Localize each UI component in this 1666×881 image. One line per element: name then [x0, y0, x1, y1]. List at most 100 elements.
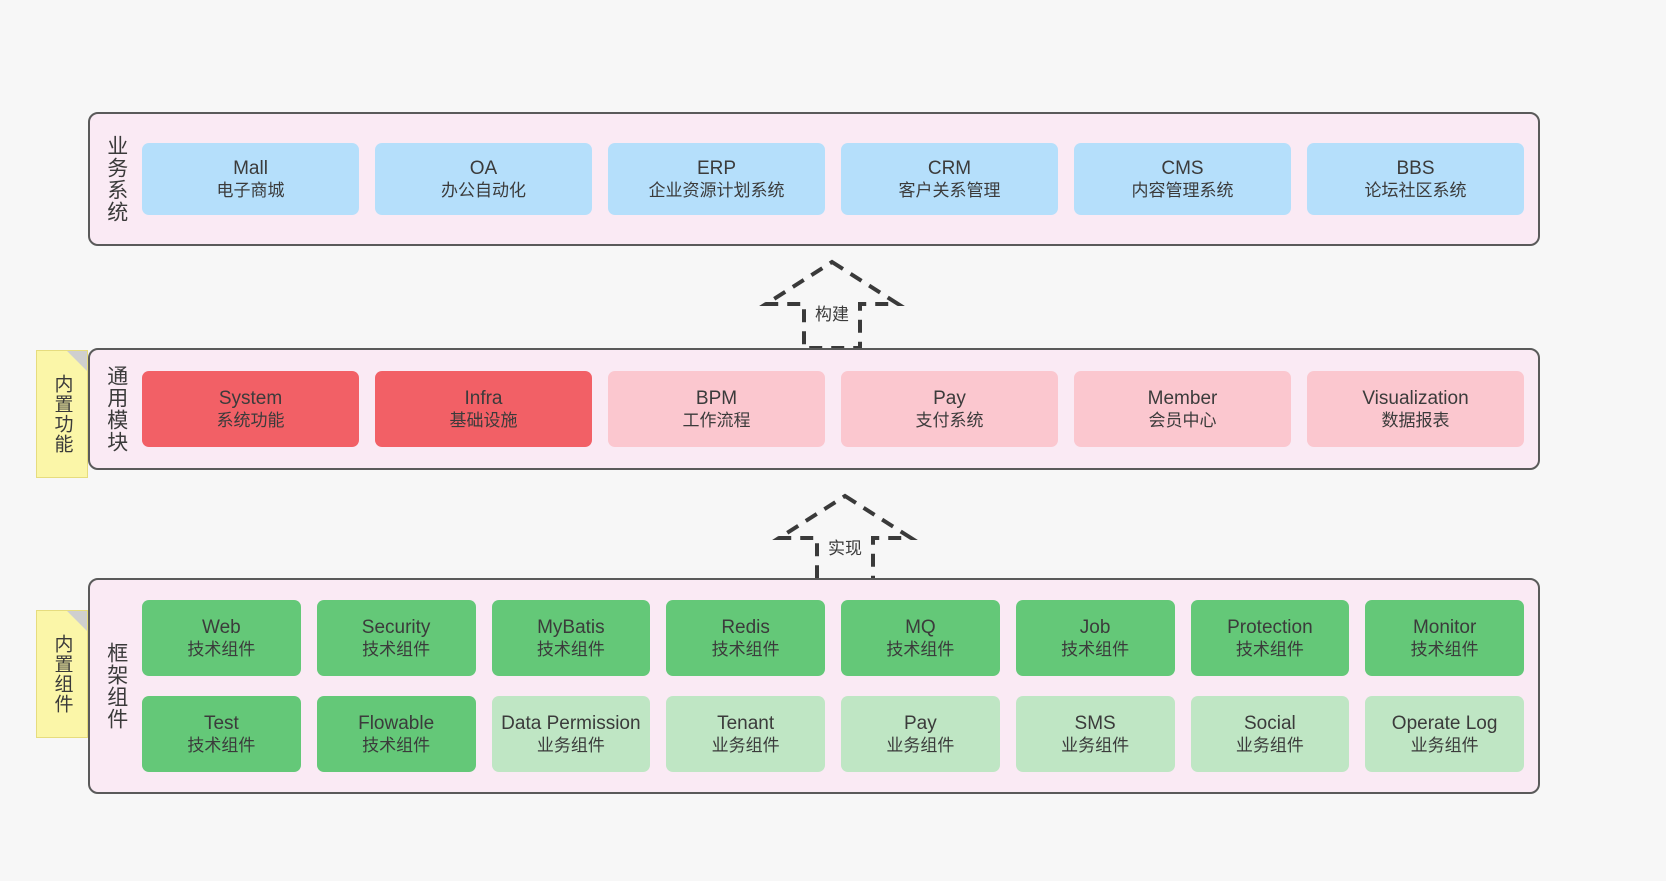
card-infra[interactable]: Infra 基础设施: [375, 371, 592, 447]
layer-label-framework-components: 框架组件: [104, 642, 128, 730]
card-subtitle: 基础设施: [449, 411, 518, 431]
card-title: OA: [469, 157, 498, 179]
card-title: BBS: [1396, 157, 1435, 179]
card-subtitle: 办公自动化: [441, 181, 526, 201]
card-title: Mall: [233, 157, 268, 179]
card-sms[interactable]: SMS 业务组件: [1015, 696, 1175, 772]
card-mybatis[interactable]: MyBatis 技术组件: [491, 600, 651, 676]
card-subtitle: 内容管理系统: [1131, 181, 1234, 201]
connector-implement: 实现: [770, 492, 920, 584]
card-title: Test: [203, 712, 239, 734]
card-row: System 系统功能 Infra 基础设施 BPM 工作流程 Pay 支付系统…: [142, 371, 1524, 447]
card-subtitle: 系统功能: [216, 411, 285, 431]
layer-body-framework-components: Web 技术组件 Security 技术组件 MyBatis 技术组件 Redi…: [142, 580, 1538, 792]
card-subtitle: 企业资源计划系统: [648, 181, 785, 201]
card-title: System: [218, 387, 283, 409]
card-subtitle: 业务组件: [1235, 736, 1304, 756]
card-subtitle: 业务组件: [886, 736, 955, 756]
sticky-tag-builtin-component: 内置组件: [36, 610, 88, 738]
card-subtitle: 业务组件: [1061, 736, 1130, 756]
card-operate-log[interactable]: Operate Log 业务组件: [1365, 696, 1524, 772]
card-title: CRM: [927, 157, 972, 179]
layer-common-modules: 通用模块 System 系统功能 Infra 基础设施 BPM 工作流程 Pay: [88, 348, 1540, 470]
card-title: MyBatis: [537, 616, 605, 638]
card-protection[interactable]: Protection 技术组件: [1190, 600, 1350, 676]
card-data-permission[interactable]: Data Permission 业务组件: [491, 696, 651, 772]
card-title: Pay: [933, 387, 966, 409]
card-bbs[interactable]: BBS 论坛社区系统: [1307, 143, 1524, 215]
card-subtitle: 业务组件: [1410, 736, 1479, 756]
card-flowable[interactable]: Flowable 技术组件: [316, 696, 476, 772]
card-oa[interactable]: OA 办公自动化: [375, 143, 592, 215]
card-subtitle: 工作流程: [682, 411, 751, 431]
card-subtitle: 数据报表: [1381, 411, 1450, 431]
card-subtitle: 技术组件: [711, 640, 780, 660]
card-social[interactable]: Social 业务组件: [1190, 696, 1350, 772]
connector-label: 实现: [828, 539, 862, 558]
card-tenant[interactable]: Tenant 业务组件: [666, 696, 825, 772]
card-title: Web: [202, 616, 241, 638]
card-title: CMS: [1161, 157, 1204, 179]
card-subtitle: 业务组件: [536, 736, 605, 756]
card-erp[interactable]: ERP 企业资源计划系统: [608, 143, 825, 215]
card-subtitle: 技术组件: [1235, 640, 1304, 660]
card-title: Infra: [464, 387, 503, 409]
card-web[interactable]: Web 技术组件: [142, 600, 301, 676]
card-title: Monitor: [1412, 616, 1477, 638]
card-pay-module[interactable]: Pay 支付系统: [841, 371, 1058, 447]
card-subtitle: 技术组件: [187, 736, 256, 756]
card-job[interactable]: Job 技术组件: [1015, 600, 1175, 676]
card-subtitle: 技术组件: [362, 736, 431, 756]
card-redis[interactable]: Redis 技术组件: [666, 600, 825, 676]
card-title: MQ: [905, 616, 936, 638]
layer-label-common-modules: 通用模块: [104, 365, 128, 453]
layer-label-business-systems: 业务系统: [104, 135, 128, 223]
card-subtitle: 技术组件: [1061, 640, 1130, 660]
card-title: Flowable: [358, 712, 435, 734]
card-subtitle: 技术组件: [536, 640, 605, 660]
card-system[interactable]: System 系统功能: [142, 371, 359, 447]
card-title: Job: [1079, 616, 1111, 638]
card-title: Member: [1147, 387, 1218, 409]
card-title: ERP: [696, 157, 737, 179]
layer-framework-components: 框架组件 Web 技术组件 Security 技术组件 MyBatis 技术组件…: [88, 578, 1540, 794]
card-cms[interactable]: CMS 内容管理系统: [1074, 143, 1291, 215]
card-subtitle: 技术组件: [1410, 640, 1479, 660]
card-title: Data Permission: [501, 712, 641, 734]
layer-business-systems: 业务系统 Mall 电子商城 OA 办公自动化 ERP 企业资源计划系统 CRM: [88, 112, 1540, 246]
card-subtitle: 会员中心: [1148, 411, 1217, 431]
card-title: Visualization: [1362, 387, 1469, 409]
card-title: SMS: [1074, 712, 1116, 734]
connector-label: 构建: [815, 305, 849, 324]
card-mall[interactable]: Mall 电子商城: [142, 143, 359, 215]
card-title: BPM: [695, 387, 738, 409]
card-subtitle: 技术组件: [362, 640, 431, 660]
card-member[interactable]: Member 会员中心: [1074, 371, 1291, 447]
card-title: Pay: [904, 712, 937, 734]
card-test[interactable]: Test 技术组件: [142, 696, 301, 772]
card-subtitle: 电子商城: [216, 181, 285, 201]
card-title: Protection: [1227, 616, 1313, 638]
card-mq[interactable]: MQ 技术组件: [841, 600, 1000, 676]
card-subtitle: 业务组件: [711, 736, 780, 756]
card-title: Redis: [721, 616, 770, 638]
card-security[interactable]: Security 技术组件: [316, 600, 476, 676]
connector-build: 构建: [757, 258, 907, 350]
card-crm[interactable]: CRM 客户关系管理: [841, 143, 1058, 215]
card-title: Tenant: [717, 712, 775, 734]
card-monitor[interactable]: Monitor 技术组件: [1365, 600, 1524, 676]
card-subtitle: 技术组件: [886, 640, 955, 660]
card-subtitle: 技术组件: [187, 640, 256, 660]
card-title: Operate Log: [1391, 712, 1498, 734]
sticky-tag-builtin-function: 内置功能: [36, 350, 88, 478]
card-row: Mall 电子商城 OA 办公自动化 ERP 企业资源计划系统 CRM 客户关系…: [142, 143, 1524, 215]
card-title: Security: [361, 616, 431, 638]
card-subtitle: 支付系统: [915, 411, 984, 431]
card-bpm[interactable]: BPM 工作流程: [608, 371, 825, 447]
card-pay-component[interactable]: Pay 业务组件: [841, 696, 1000, 772]
card-row: Web 技术组件 Security 技术组件 MyBatis 技术组件 Redi…: [142, 600, 1524, 676]
card-visualization[interactable]: Visualization 数据报表: [1307, 371, 1524, 447]
layer-body-business-systems: Mall 电子商城 OA 办公自动化 ERP 企业资源计划系统 CRM 客户关系…: [142, 114, 1538, 244]
card-title: Social: [1244, 712, 1296, 734]
